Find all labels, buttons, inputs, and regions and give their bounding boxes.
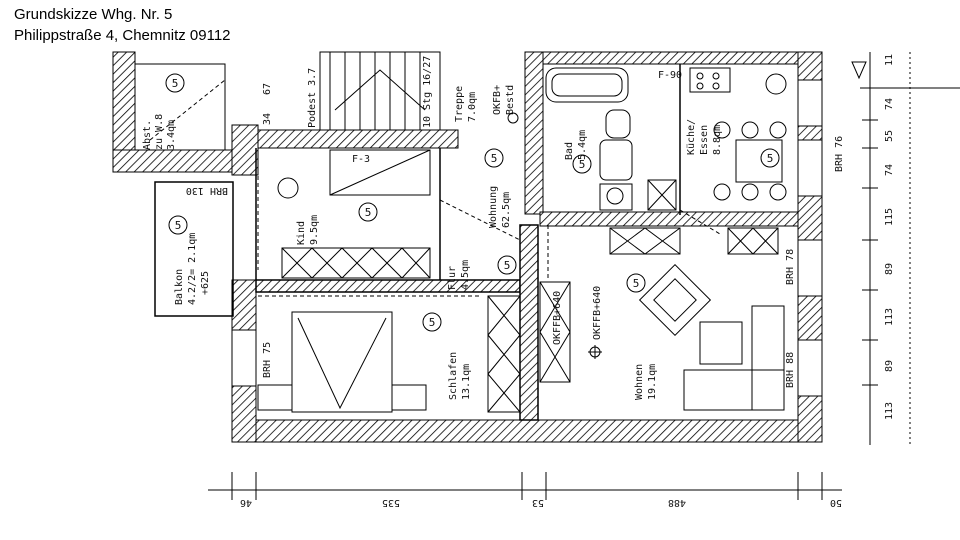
kueche-label-2: Essen xyxy=(699,125,710,155)
north-arrow-icon xyxy=(851,61,867,80)
bad-unit-circle xyxy=(572,154,592,174)
bad-area: 5.4qm xyxy=(577,130,588,160)
abstellraum: 5 Abst. zu W.8 3.4qm xyxy=(134,63,226,151)
kueche-label-1: Küche/ xyxy=(686,119,697,155)
window-wohnen-upper xyxy=(797,239,823,297)
bestand-label-2: Bestd xyxy=(505,85,516,115)
abst-label-2: zu W.8 xyxy=(154,114,165,150)
wohnen-unit-number: 5 xyxy=(633,277,640,290)
header: Grundskizze Whg. Nr. 5 Philippstraße 4, … xyxy=(14,4,231,46)
dim-right-2: 74 xyxy=(884,98,895,110)
wohnung-unit-number: 5 xyxy=(491,152,498,165)
wohnung-area: 62.5qm xyxy=(501,192,512,228)
level-marker-wohnen xyxy=(588,345,602,359)
schlafen-unit-circle xyxy=(422,312,442,332)
dims-bottom-labels: 46 535 53 488 50 xyxy=(240,497,842,508)
kind-unit-circle xyxy=(358,202,378,222)
window-kitchen xyxy=(797,139,823,197)
okffb-label: OKFFB+640 xyxy=(592,286,603,340)
hall-wardrobe xyxy=(487,281,571,413)
flur-area: 4.5qm xyxy=(460,260,471,290)
interior-walls xyxy=(255,64,681,421)
kind-unit-number: 5 xyxy=(365,206,372,219)
brh-130: BRH 130 xyxy=(186,185,228,196)
level-marker-top xyxy=(507,112,519,124)
schlafen-label: Schlafen xyxy=(448,352,459,400)
wohnen-unit-circle xyxy=(626,273,646,293)
svg-text:34: 34 xyxy=(262,113,273,125)
bed xyxy=(257,311,427,413)
dim-right-9: 113 xyxy=(884,402,895,420)
dim-right-7: 113 xyxy=(884,308,895,326)
wohnen-label: Wohnen xyxy=(634,364,645,400)
window-wohnen-lower xyxy=(797,339,823,397)
window-schlafen xyxy=(231,329,257,387)
kueche-area: 8.8qm xyxy=(712,125,723,155)
treppe-label: Treppe xyxy=(454,86,465,122)
schlafen-area: 13.1qm xyxy=(461,364,472,400)
dims-right-labels: 11 74 55 74 115 89 113 89 113 xyxy=(884,54,895,420)
okffb-label-left: OKFFB+640 xyxy=(552,291,563,345)
dim-bottom-1: 46 xyxy=(240,497,252,508)
abst-label-1: Abst. xyxy=(142,120,153,150)
kind-mark: F-3 xyxy=(352,154,370,165)
dimension-chain-bottom xyxy=(208,472,842,500)
bad-label: Bad xyxy=(564,142,575,160)
bestand-label-1: OKFB+ xyxy=(492,85,503,115)
kind-wardrobe xyxy=(277,149,431,279)
flur-label: Flur xyxy=(447,266,458,290)
brh-76: BRH 76 xyxy=(834,136,845,172)
dim-bottom-4: 488 xyxy=(668,497,686,508)
plan-title: Grundskizze Whg. Nr. 5 xyxy=(14,6,173,23)
podest-label: Podest 3.7 xyxy=(307,68,318,128)
steps-label: 10 Stg 16/27 xyxy=(422,56,433,128)
svg-text:67: 67 xyxy=(262,83,273,95)
door-swings xyxy=(257,176,721,297)
kitchen-fixtures xyxy=(609,67,787,255)
dim-bottom-2: 535 xyxy=(382,497,400,508)
stair-labels: 34 67 xyxy=(262,83,273,125)
bad-unit-number: 5 xyxy=(579,158,586,171)
flur-unit-circle xyxy=(497,255,517,275)
wohnung-label: Wohnung xyxy=(488,186,499,228)
abst-unit-number: 5 xyxy=(172,77,179,90)
brh-75: BRH 75 xyxy=(262,342,273,378)
brh-78: BRH 78 xyxy=(785,249,796,285)
balkon-outline xyxy=(154,181,234,317)
kitchen-mark: F-90 xyxy=(658,70,682,81)
balkon-label: Balkon xyxy=(174,269,185,305)
dim-bottom-3: 53 xyxy=(532,497,544,508)
dim-right-6: 89 xyxy=(884,263,895,275)
treppe-area: 7.0qm xyxy=(467,92,478,122)
brh-88: BRH 88 xyxy=(785,352,796,388)
schlafen-unit-number: 5 xyxy=(429,316,436,329)
abst-label-3: 3.4qm xyxy=(166,120,177,150)
kueche-unit-circle xyxy=(760,148,780,168)
dim-right-5: 115 xyxy=(884,208,895,226)
kind-label: Kind xyxy=(296,221,307,245)
plan-address: Philippstraße 4, Chemnitz 09112 xyxy=(14,27,231,44)
balkon-area: 4.2/2= 2.1qm xyxy=(187,233,198,305)
living-furniture xyxy=(638,263,785,411)
bathroom-fixtures xyxy=(545,67,677,211)
staircase xyxy=(319,51,441,131)
kind-area: 9.5qm xyxy=(309,215,320,245)
balkon-unit-circle xyxy=(168,215,188,235)
kueche-unit-number: 5 xyxy=(767,152,774,165)
dim-right-4: 74 xyxy=(884,164,895,176)
flur-unit-number: 5 xyxy=(504,259,511,272)
balkon-level: +625 xyxy=(200,271,211,295)
dimension-chain-right xyxy=(860,52,960,445)
dim-right-8: 89 xyxy=(884,360,895,372)
wohnung-unit-circle xyxy=(484,148,504,168)
wohnen-area: 19.1qm xyxy=(647,364,658,400)
dim-right-3: 55 xyxy=(884,130,895,142)
window-bath xyxy=(797,79,823,127)
dim-right-1: 11 xyxy=(884,54,895,66)
dim-bottom-5: 50 xyxy=(830,497,842,508)
balkon-unit-number: 5 xyxy=(175,219,182,232)
